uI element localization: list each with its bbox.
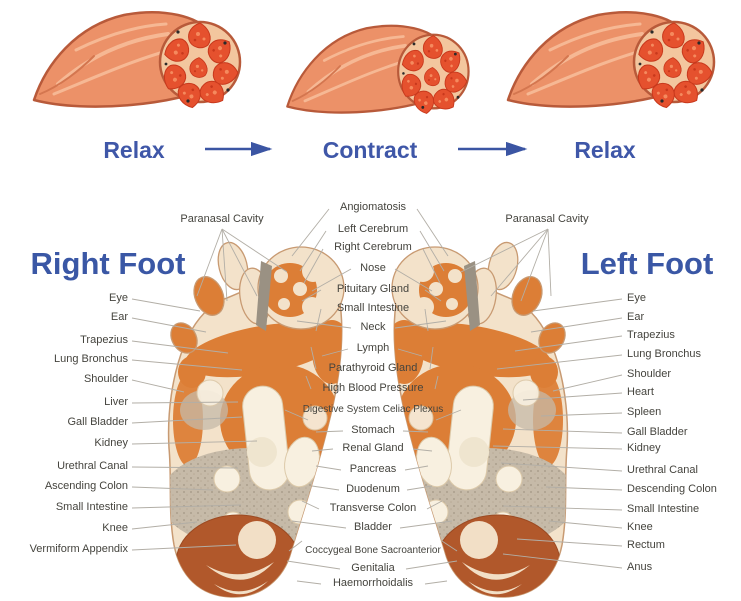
label-rf-liver: Liver [104, 396, 128, 408]
label-c-digestive-system-celiac-plexus: Digestive System Celiac Plexus [302, 404, 444, 415]
label-c-small-intestine: Small Intestine [336, 302, 410, 314]
label-c-parathyroid-gland: Parathyroid Gland [328, 362, 418, 374]
muscle-relax-illustration-2 [508, 12, 714, 110]
muscle-relax-illustration-1 [34, 12, 240, 110]
label-rf-shoulder: Shoulder [83, 373, 128, 385]
label-lf-eye: Eye [627, 292, 646, 304]
label-c-left-cerebrum: Left Cerebrum [337, 223, 409, 235]
label-lf-heart: Heart [627, 386, 654, 398]
label-lf-descending-colon: Descending Colon [627, 483, 717, 495]
label-lf-lung-bronchus: Lung Bronchus [627, 348, 701, 360]
label-c-transverse-colon: Transverse Colon [329, 502, 417, 514]
label-c-high-blood-pressure: High Blood Pressure [322, 382, 424, 394]
label-c-lymph: Lymph [356, 342, 390, 354]
label-rf-eye: Eye [109, 292, 128, 304]
label-c-coccygeal-bone-sacroanterior: Coccygeal Bone Sacroanterior [305, 545, 441, 556]
label-c-bladder: Bladder [354, 521, 392, 533]
cycle-step-contract: Contract [322, 137, 418, 163]
label-c-pituitary-gland: Pituitary Gland [336, 283, 410, 295]
label-rf-vermiform-appendix: Vermiform Appendix [29, 543, 128, 555]
label-c-genitalia: Genitalia [351, 562, 395, 574]
label-rf-kidney: Kidney [94, 437, 128, 449]
label-lf-kidney: Kidney [627, 442, 661, 454]
label-c-pancreas: Pancreas [349, 463, 397, 475]
left-foot-title: Left Foot [580, 246, 714, 281]
leader-lines [131, 208, 623, 585]
label-lf-urethral-canal: Urethral Canal [627, 464, 698, 476]
muscle-contract-illustration [287, 26, 468, 116]
label-c-nose: Nose [360, 262, 386, 274]
label-rf-lung-bronchus: Lung Bronchus [54, 353, 128, 365]
label-lf-shoulder: Shoulder [627, 368, 672, 380]
label-lf-rectum: Rectum [627, 539, 665, 551]
label-c-right-cerebrum: Right Cerebrum [334, 241, 412, 253]
label-lf-trapezius: Trapezius [627, 329, 675, 341]
label-rf-trapezius: Trapezius [80, 334, 128, 346]
label-rf-small-intestine: Small Intestine [55, 501, 128, 513]
left-foot-paranasal-label: Paranasal Cavity [505, 213, 589, 225]
label-c-haemorrhoidalis: Haemorrhoidalis [332, 577, 414, 589]
label-rf-gall-bladder: Gall Bladder [67, 416, 128, 428]
label-c-angiomatosis: Angiomatosis [339, 201, 407, 213]
label-lf-gall-bladder: Gall Bladder [627, 426, 688, 438]
label-lf-small-intestine: Small Intestine [627, 503, 700, 515]
label-c-duodenum: Duodenum [346, 483, 400, 495]
label-rf-knee: Knee [102, 522, 128, 534]
right-foot-paranasal-label: Paranasal Cavity [180, 213, 264, 225]
label-lf-knee: Knee [627, 521, 653, 533]
right-foot-title: Right Foot [30, 246, 186, 281]
label-lf-anus: Anus [627, 561, 653, 573]
label-c-renal-gland: Renal Gland [342, 442, 404, 454]
label-rf-ear: Ear [110, 311, 128, 323]
cycle-step-relax-1: Relax [103, 137, 165, 163]
label-c-stomach: Stomach [351, 424, 395, 436]
label-rf-urethral-canal: Urethral Canal [57, 460, 128, 472]
label-c-neck: Neck [360, 321, 386, 333]
label-lf-spleen: Spleen [627, 406, 662, 418]
label-rf-ascending-colon: Ascending Colon [44, 480, 128, 492]
cycle-step-relax-2: Relax [574, 137, 636, 163]
label-lf-ear: Ear [627, 311, 645, 323]
